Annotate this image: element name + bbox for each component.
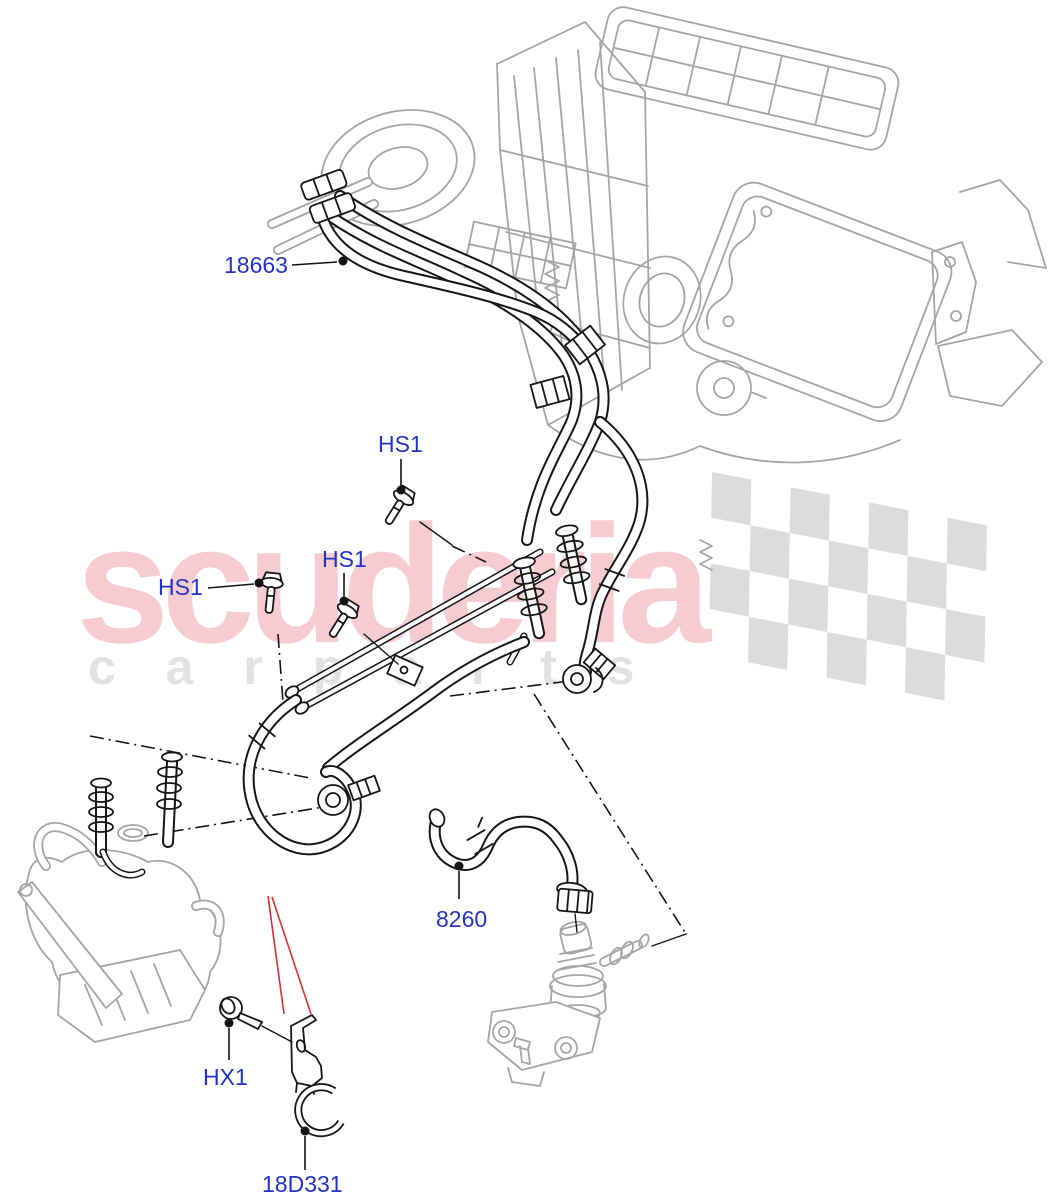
leader-hs1-mid	[339, 573, 349, 606]
leader-hs1-top	[396, 459, 406, 495]
aux-heater-pump-drawing	[17, 822, 225, 1043]
coolant-valve-drawing	[487, 920, 650, 1087]
part-label-8260[interactable]: 8260	[436, 906, 487, 932]
leader-18d331	[300, 1126, 310, 1170]
checkered-flag-watermark	[709, 472, 987, 701]
part-label-18d331[interactable]: 18D331	[262, 1171, 343, 1197]
part-label-hs1-mid[interactable]: HS1	[322, 546, 367, 572]
leader-hx1	[224, 1018, 234, 1060]
hs1-left-bolt-drawing	[260, 571, 284, 614]
red-pointer-lines	[267, 895, 312, 1015]
leader-hs1-left	[207, 578, 264, 589]
part-label-hs1-top[interactable]: HS1	[378, 431, 423, 457]
part-label-hs1-left[interactable]: HS1	[158, 574, 203, 600]
hx1-screw-drawing	[219, 996, 293, 1043]
hs1-mid-pointer	[363, 633, 399, 665]
heater-hose-assembly-drawing	[88, 169, 649, 879]
hs1-top-pointer	[419, 521, 453, 546]
bracket-18d331-drawing	[290, 1014, 345, 1138]
hvac-housing-drawing	[267, 6, 1047, 571]
part-label-hx1[interactable]: HX1	[203, 1064, 248, 1090]
phantom-reference-lines	[89, 545, 687, 947]
leader-18663	[291, 256, 348, 266]
hose-8260-drawing	[428, 808, 594, 933]
part-label-18663[interactable]: 18663	[224, 252, 288, 278]
leader-8260	[454, 861, 464, 899]
